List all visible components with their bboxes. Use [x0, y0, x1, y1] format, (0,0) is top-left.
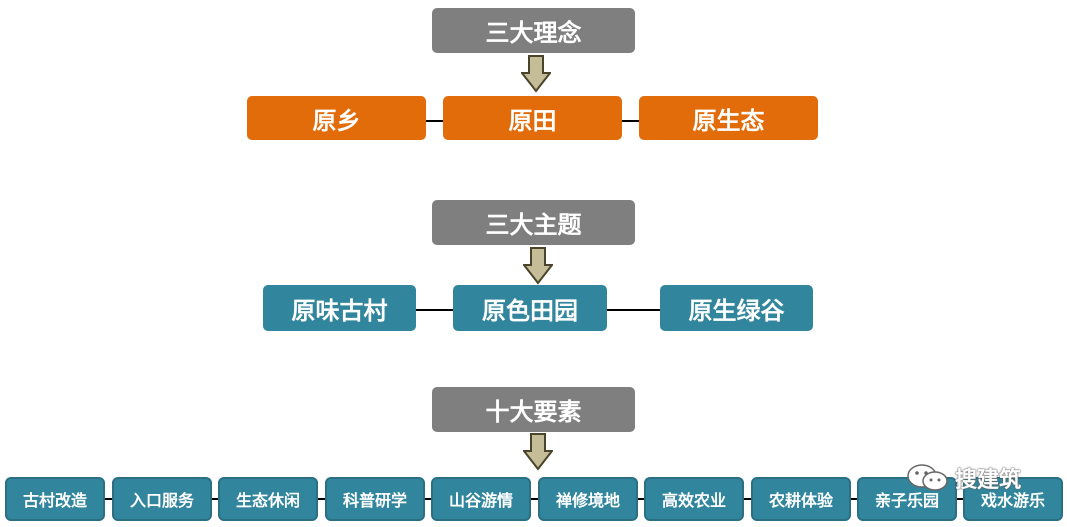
- watermark: 搜建筑: [905, 462, 1021, 494]
- header-elements: 十大要素: [432, 387, 635, 432]
- watermark-text: 搜建筑: [955, 468, 1022, 493]
- theme-box-3: 原生绿谷: [660, 285, 813, 331]
- element-box-6: 禅修境地: [538, 477, 638, 521]
- element-box-5: 山谷游情: [431, 477, 531, 521]
- theme-box-2: 原色田园: [453, 285, 607, 331]
- element-box-4: 科普研学: [325, 477, 425, 521]
- connector-line: [415, 309, 455, 311]
- wechat-icon: [907, 464, 948, 491]
- header-themes: 三大主题: [432, 200, 635, 245]
- element-box-10: 戏水游乐: [963, 477, 1063, 521]
- element-box-7: 高效农业: [644, 477, 744, 521]
- down-arrow-icon: [523, 433, 553, 471]
- connector-line: [606, 309, 662, 311]
- header-concepts: 三大理念: [432, 8, 635, 53]
- element-box-2: 入口服务: [112, 477, 212, 521]
- element-box-1: 古村改造: [5, 477, 105, 521]
- concept-box-1: 原乡: [247, 96, 426, 140]
- theme-box-1: 原味古村: [263, 285, 416, 331]
- connector-line: [425, 120, 445, 122]
- element-box-3: 生态休闲: [218, 477, 318, 521]
- element-box-8: 农耕体验: [751, 477, 851, 521]
- concept-box-3: 原生态: [639, 96, 818, 140]
- concept-box-2: 原田: [443, 96, 622, 140]
- connector-line: [621, 120, 641, 122]
- down-arrow-icon: [521, 55, 551, 93]
- down-arrow-icon: [523, 247, 553, 285]
